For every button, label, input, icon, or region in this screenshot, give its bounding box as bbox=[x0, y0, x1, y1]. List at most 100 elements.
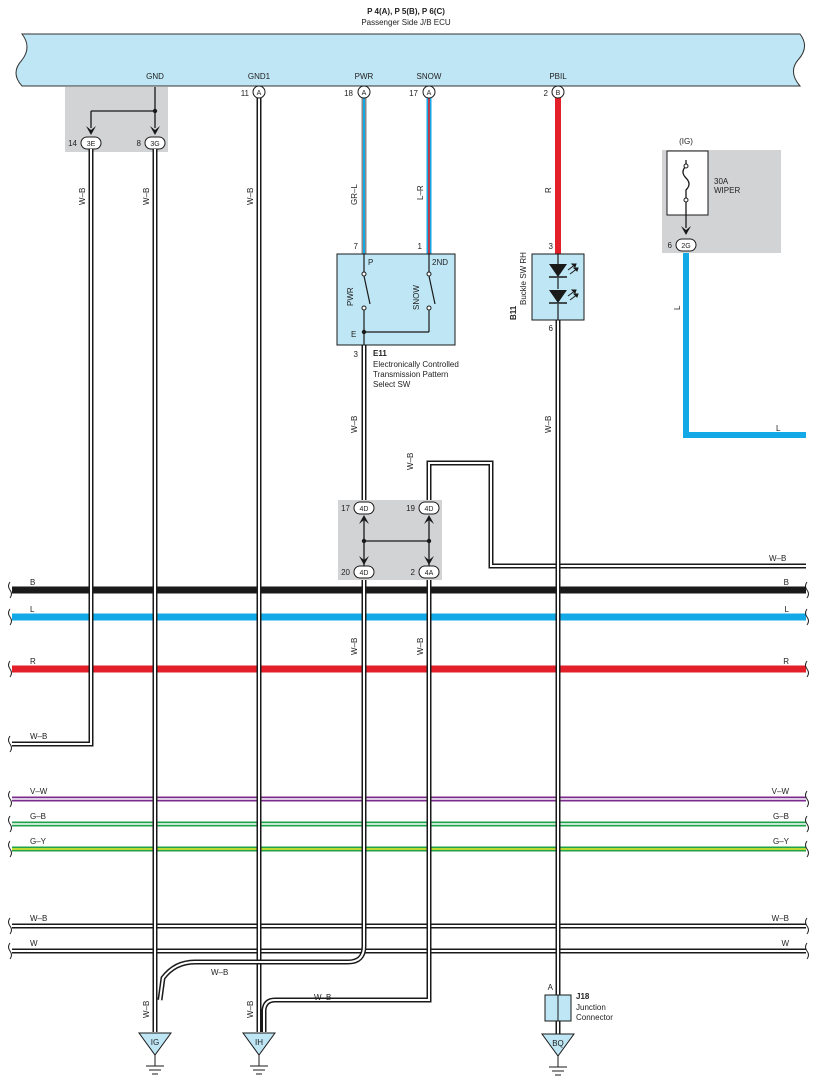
wiper-ig-label: (IG) bbox=[679, 137, 693, 146]
junction-tl-pin: 17 bbox=[341, 504, 350, 513]
fuse-contact-top bbox=[683, 163, 689, 169]
e11-label-snow: SNOW bbox=[412, 285, 421, 310]
gnd-right-arrow bbox=[150, 126, 160, 135]
wire-label-b11-wb: W–B bbox=[544, 416, 553, 433]
bus-break-left-icon bbox=[8, 790, 12, 808]
e11-id: E11 bbox=[373, 349, 387, 358]
ecu-terminal-gnd: GND bbox=[146, 72, 164, 81]
e11-pin-2nd: 1 bbox=[418, 242, 423, 251]
ecu-terminal-pwr: PWR bbox=[355, 72, 374, 81]
e11-pin-e: 3 bbox=[354, 350, 359, 359]
bus-label-right: R bbox=[783, 657, 789, 666]
wire-label-j2-wb: W–B bbox=[416, 638, 425, 655]
ecu-pin-circles bbox=[252, 85, 565, 99]
ecu-conn-pwr: A bbox=[362, 90, 367, 97]
bus-break-left-icon bbox=[8, 608, 12, 626]
fuse-name: WIPER bbox=[714, 186, 740, 195]
bus-label-left: B bbox=[30, 578, 35, 587]
ground-bq-label: BQ bbox=[552, 1039, 564, 1048]
bus-break-left-icon bbox=[8, 660, 12, 678]
junction-br-pin: 2 bbox=[411, 568, 416, 577]
ground-ig-label: IG bbox=[151, 1038, 159, 1047]
junction-up-arrow-left-icon bbox=[359, 515, 369, 524]
e11-label-2nd: 2ND bbox=[432, 258, 448, 267]
ecu-title: P 4(A), P 5(B), P 6(C) bbox=[367, 7, 445, 16]
wiper-connector bbox=[675, 238, 697, 252]
bus-label-right: W bbox=[781, 939, 789, 948]
gnd-right-pin: 8 bbox=[137, 139, 142, 148]
ground-ig bbox=[138, 1032, 172, 1075]
bus-break-right-icon bbox=[805, 660, 809, 678]
e11-switch-box bbox=[336, 253, 456, 346]
junction-tl-code: 4D bbox=[360, 506, 369, 513]
bus-break-left-icon bbox=[8, 917, 12, 935]
wire-label-e11-wb: W–B bbox=[350, 416, 359, 433]
wiper-conn-code: 2G bbox=[681, 243, 690, 250]
ecu-terminal-pbil: PBIL bbox=[549, 72, 567, 81]
junction-tr-connector bbox=[418, 501, 440, 515]
bus-break-right-icon bbox=[805, 942, 809, 960]
junction-tl-connector bbox=[353, 501, 375, 515]
bus-label-right: G–B bbox=[773, 812, 789, 821]
e11-label-p: P bbox=[368, 258, 373, 267]
wire-label-ih-wb: W–B bbox=[246, 1001, 255, 1018]
junction-tr-code: 4D bbox=[425, 506, 434, 513]
junction-bl-code: 4D bbox=[360, 570, 369, 577]
bus-break-right-icon bbox=[805, 790, 809, 808]
wire-label-grl: GR–L bbox=[350, 184, 359, 205]
bus-label-left: V–W bbox=[30, 787, 48, 796]
bus-label-left: R bbox=[30, 657, 36, 666]
junction-br-code: 4A bbox=[425, 570, 434, 577]
gnd-left-pin: 14 bbox=[68, 139, 77, 148]
e11-pin-p: 7 bbox=[354, 242, 359, 251]
b11-id: B11 bbox=[509, 305, 518, 320]
b11-pin-out: 6 bbox=[549, 324, 554, 333]
ecu-terminal-gnd1: GND1 bbox=[248, 72, 271, 81]
gnd-left-arrow bbox=[86, 126, 96, 135]
j18-name-1: Junction bbox=[576, 1003, 606, 1012]
gnd-right-code: 3G bbox=[150, 141, 159, 148]
wire-label-3g-wb: W–B bbox=[142, 188, 151, 205]
wire-label-3e-wb: W–B bbox=[78, 188, 87, 205]
fuse-contact-bottom bbox=[683, 197, 689, 203]
ecu-pin-pwr: 18 bbox=[344, 89, 353, 98]
bus-label-right: W–B bbox=[772, 914, 789, 923]
bus-label-left: L bbox=[30, 605, 35, 614]
wiper-l-label-right: L bbox=[776, 424, 781, 433]
bus-label-right: B bbox=[784, 578, 789, 587]
ecu-conn-snow: A bbox=[427, 90, 432, 97]
wire-label-ih-diag-wb: W–B bbox=[314, 993, 331, 1002]
gnd-split-lines bbox=[90, 87, 156, 128]
wire-color-labels: W–B W–B W–B GR–L L–R R L W–B W–B W–B W–B… bbox=[78, 184, 682, 1018]
wiper-blue-wire bbox=[683, 251, 806, 438]
j18-id: J18 bbox=[576, 992, 590, 1001]
bus-break-left-icon bbox=[8, 581, 12, 599]
junction-4-dot-left bbox=[361, 538, 367, 544]
ground-ih bbox=[242, 1032, 276, 1075]
bus-label-left: W–B bbox=[30, 732, 47, 741]
wb-vertical-wires bbox=[12, 96, 806, 1034]
switch-feed-wires bbox=[361, 97, 432, 256]
junction-down-arrow-right-icon bbox=[424, 556, 434, 565]
bus-label-right: G–Y bbox=[773, 837, 790, 846]
wiper-fuse-box bbox=[666, 150, 709, 216]
bus-break-left-icon bbox=[8, 815, 12, 833]
gnd-left-code: 3E bbox=[87, 141, 96, 148]
b11-pin-in: 3 bbox=[549, 242, 554, 251]
wb-branch-right-label: W–B bbox=[769, 554, 786, 563]
bus-label-left: G–Y bbox=[30, 837, 47, 846]
wire-label-j19-wb: W–B bbox=[406, 453, 415, 470]
led-lower-icon bbox=[549, 290, 567, 303]
ecu-conn-pbil: B bbox=[556, 90, 561, 97]
junction-tr-pin: 19 bbox=[406, 504, 415, 513]
wiper-conn-pin: 6 bbox=[668, 241, 673, 250]
bus-break-left-icon bbox=[8, 840, 12, 858]
gnd-split-dot bbox=[152, 108, 158, 114]
junction-bl-pin: 20 bbox=[341, 568, 350, 577]
ecu-subtitle: Passenger Side J/B ECU bbox=[361, 18, 451, 27]
ecu-conn-gnd1: A bbox=[257, 90, 262, 97]
bus-break-right-icon bbox=[805, 917, 809, 935]
wire-label-j20-wb: W–B bbox=[350, 638, 359, 655]
